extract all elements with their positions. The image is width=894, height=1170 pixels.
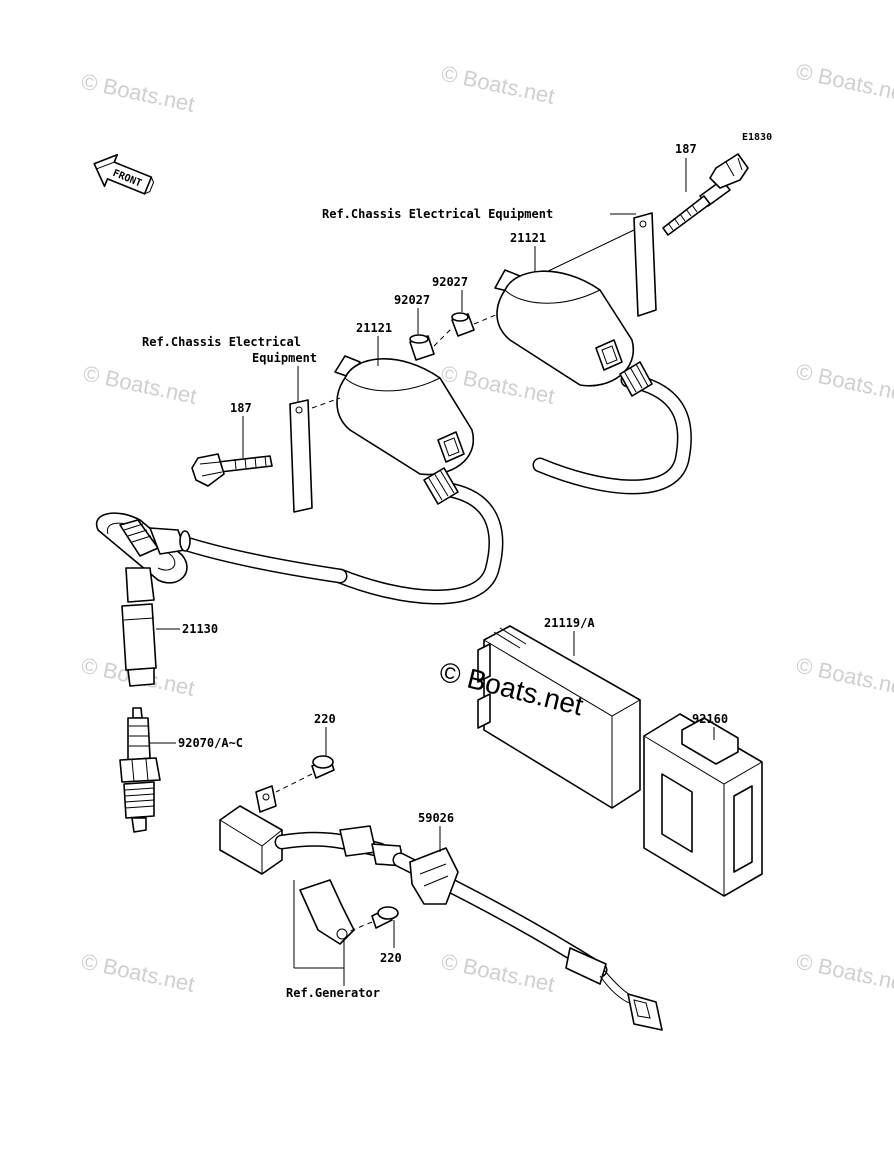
label-92027-mid: 92027 [394,293,430,307]
label-187-top: 187 [675,142,697,156]
label-92160: 92160 [692,712,728,726]
label-ref-chassis-left-1: Ref.Chassis Electrical [142,335,301,349]
label-ref-generator: Ref.Generator [286,986,380,1000]
label-220-bottom: 220 [380,951,402,965]
bracket-left-icon [289,399,313,513]
watermark: © Boats.net [439,948,557,996]
label-21121-left: 21121 [356,321,392,335]
label-92027-top: 92027 [432,275,468,289]
spacer-top-icon [451,312,475,337]
screw-top-icon [311,755,335,779]
label-92070: 92070/A~C [178,736,243,750]
label-220-top: 220 [314,712,336,726]
clamp-icon [409,847,459,905]
watermark: © Boats.net [79,948,197,996]
bolt-top-icon [662,153,749,236]
label-59026: 59026 [418,811,454,825]
diagram-code: E1830 [742,132,772,143]
label-ref-chassis-top: Ref.Chassis Electrical Equipment [322,207,553,221]
watermark: © Boats.net [794,58,894,106]
watermark: © Boats.net [81,360,199,408]
bolt-left-icon [191,453,273,487]
label-21130: 21130 [182,622,218,636]
ignition-coil-top-icon [494,269,692,495]
generator-bracket-icon [299,879,355,945]
watermark: © Boats.net [439,60,557,108]
ignition-coil-left-icon [332,355,504,605]
watermark: © Boats.net [794,652,894,700]
watermarks: © Boats.net © Boats.net © Boats.net © Bo… [79,58,894,996]
watermark: © Boats.net [794,948,894,996]
spark-plug-icon [119,707,161,833]
watermark: © Boats.net [79,68,197,116]
label-21119a: 21119/A [544,616,595,630]
spacer-mid-icon [409,334,435,361]
igniter-icon [477,625,641,809]
spark-plug-cap-icon [95,512,348,687]
watermark: © Boats.net [794,358,894,406]
watermark: © Boats.net [439,360,557,408]
label-21121-top: 21121 [510,231,546,245]
screw-bottom-icon [371,906,399,929]
bracket-top-icon [633,212,657,317]
igniter-case-icon [643,713,763,897]
front-arrow-icon: FRONT [93,153,155,195]
label-ref-chassis-left-2: Equipment [252,351,317,365]
label-187-left: 187 [230,401,252,415]
